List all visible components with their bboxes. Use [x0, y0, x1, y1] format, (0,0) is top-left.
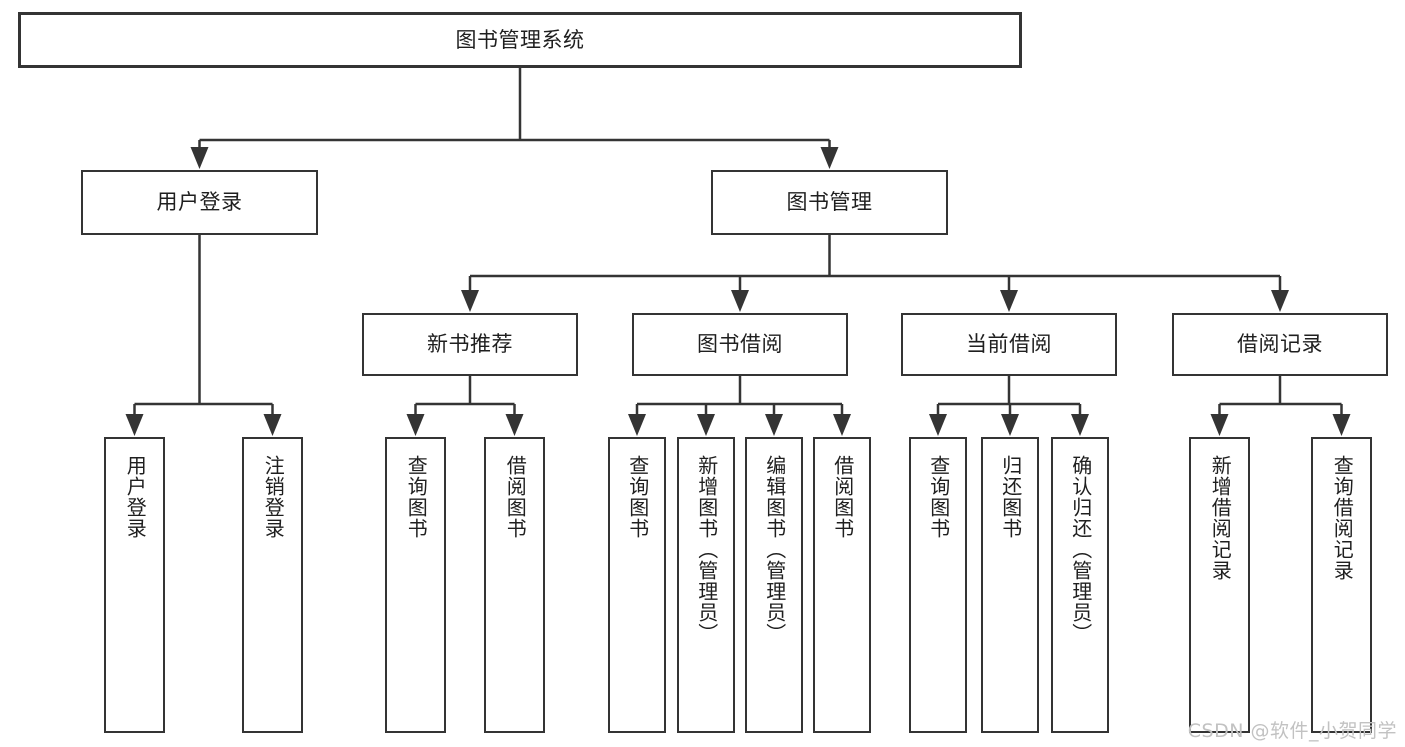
arrow-head-icon: [628, 414, 646, 436]
node-leaf-11[interactable]: 新增借阅记录: [1189, 437, 1250, 733]
node-label: 新增图书（管理员）: [694, 455, 719, 644]
node-label: 查询图书: [404, 455, 429, 539]
node-label: 图书管理: [786, 190, 873, 215]
arrow-head-icon: [505, 414, 524, 436]
arrow-head-icon: [697, 414, 715, 436]
node-label: 新书推荐: [427, 332, 513, 357]
node-level3-3[interactable]: 借阅记录: [1172, 313, 1388, 376]
arrow-head-icon: [1071, 414, 1089, 436]
node-label: 查询图书: [625, 455, 650, 539]
node-leaf-3[interactable]: 借阅图书: [484, 437, 545, 733]
node-leaf-7[interactable]: 借阅图书: [813, 437, 871, 733]
node-label: 确认归还（管理员）: [1068, 455, 1093, 644]
node-leaf-5[interactable]: 新增图书（管理员）: [677, 437, 735, 733]
node-level3-0[interactable]: 新书推荐: [362, 313, 578, 376]
arrow-head-icon: [1210, 414, 1229, 436]
arrow-head-icon: [820, 147, 839, 169]
node-label: 借阅图书: [503, 455, 528, 539]
node-label: 借阅记录: [1237, 332, 1323, 357]
node-level3-1[interactable]: 图书借阅: [632, 313, 848, 376]
arrow-head-icon: [125, 414, 144, 436]
node-label: 归还图书: [998, 455, 1023, 539]
node-label: 新增借阅记录: [1208, 455, 1233, 581]
node-label: 用户登录: [156, 190, 243, 215]
node-leaf-6[interactable]: 编辑图书（管理员）: [745, 437, 803, 733]
node-label: 注销登录: [261, 455, 286, 539]
node-leaf-0[interactable]: 用户登录: [104, 437, 165, 733]
node-leaf-2[interactable]: 查询图书: [385, 437, 446, 733]
arrow-head-icon: [1271, 290, 1289, 312]
node-label: 图书借阅: [697, 332, 783, 357]
arrow-head-icon: [833, 414, 851, 436]
node-leaf-12[interactable]: 查询借阅记录: [1311, 437, 1372, 733]
node-level2-1[interactable]: 图书管理: [711, 170, 948, 235]
node-level3-2[interactable]: 当前借阅: [901, 313, 1117, 376]
node-label: 借阅图书: [830, 455, 855, 539]
arrow-head-icon: [731, 290, 749, 312]
node-label: 用户登录: [123, 455, 148, 539]
arrow-head-icon: [929, 414, 947, 436]
node-leaf-9[interactable]: 归还图书: [981, 437, 1039, 733]
node-label: 查询借阅记录: [1330, 455, 1355, 581]
node-label: 当前借阅: [966, 332, 1052, 357]
node-leaf-8[interactable]: 查询图书: [909, 437, 967, 733]
arrow-head-icon: [1001, 414, 1019, 436]
node-leaf-10[interactable]: 确认归还（管理员）: [1051, 437, 1109, 733]
arrow-head-icon: [190, 147, 209, 169]
node-label: 编辑图书（管理员）: [762, 455, 787, 644]
arrow-head-icon: [765, 414, 783, 436]
csdn-watermark: CSDN @软件_小贺同学: [1187, 720, 1397, 742]
node-level2-0[interactable]: 用户登录: [81, 170, 318, 235]
arrow-head-icon: [1332, 414, 1351, 436]
arrow-head-icon: [406, 414, 425, 436]
node-label: 查询图书: [926, 455, 951, 539]
arrow-head-icon: [263, 414, 282, 436]
node-leaf-4[interactable]: 查询图书: [608, 437, 666, 733]
node-root[interactable]: 图书管理系统: [18, 12, 1022, 68]
arrow-head-icon: [461, 290, 479, 312]
arrow-head-icon: [1000, 290, 1018, 312]
node-leaf-1[interactable]: 注销登录: [242, 437, 303, 733]
node-label: 图书管理系统: [455, 27, 585, 52]
